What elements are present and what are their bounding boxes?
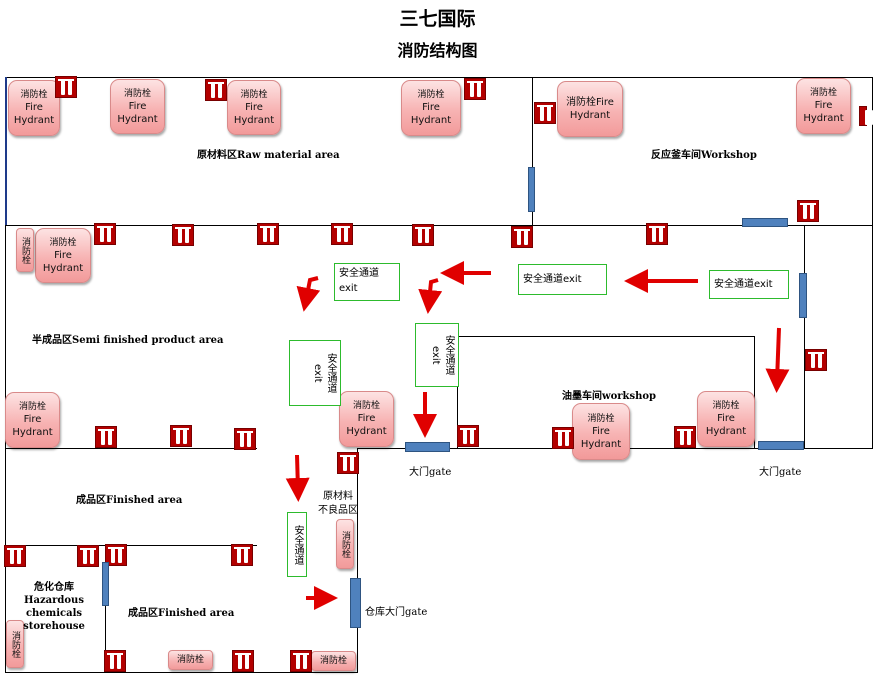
warehouse-gate-label: 仓库大门gate	[365, 607, 428, 618]
fire-extinguisher-icon	[95, 426, 117, 448]
fire-extinguisher-icon	[552, 427, 574, 449]
arrow	[296, 276, 321, 312]
area-semi-finished: 半成品区Semi finished product area	[32, 335, 224, 346]
area-raw-material: 原材料区Raw material area	[197, 150, 340, 161]
fire-extinguisher-icon	[457, 425, 479, 447]
safety-exit-sign: 安全通道exit	[518, 264, 607, 295]
fire-extinguisher-icon	[104, 650, 126, 672]
safety-exit-sign: 安全通道exit	[709, 270, 789, 299]
door	[742, 218, 788, 227]
fire-hydrant-small: 消防栓	[6, 620, 24, 668]
gate	[758, 441, 804, 450]
fire-extinguisher-icon	[290, 650, 312, 672]
fire-extinguisher-icon	[646, 223, 668, 245]
area-reactor-workshop: 反应釜车间Workshop	[651, 150, 757, 161]
door	[799, 273, 807, 318]
door	[102, 562, 109, 606]
fire-extinguisher-icon	[205, 79, 227, 101]
fire-extinguisher-icon	[464, 78, 486, 100]
arrow	[418, 278, 443, 314]
fire-extinguisher-icon	[172, 224, 194, 246]
area-hazardous: 危化仓库 Hazardous chemicals storehouse	[23, 582, 85, 632]
fire-extinguisher-icon	[55, 76, 77, 98]
page-subtitle: 消防结构图	[397, 41, 478, 60]
fire-extinguisher-icon	[805, 349, 827, 371]
arrow	[285, 454, 310, 502]
page-title: 三七国际	[399, 8, 476, 30]
door	[528, 167, 535, 212]
gate	[405, 442, 450, 452]
safety-exit-sign: 安全通道 exit	[415, 323, 459, 387]
fire-hydrant-small: 消防栓	[336, 519, 354, 569]
fire-hydrant-small: 消防栓	[168, 650, 213, 670]
warehouse-gate	[350, 578, 361, 628]
fire-extinguisher-icon	[94, 223, 116, 245]
fire-extinguisher-icon	[231, 544, 253, 566]
fire-extinguisher-icon	[412, 224, 434, 246]
fire-extinguisher-icon	[337, 452, 359, 474]
area-defective: 原材料 不良品区	[318, 491, 358, 516]
fire-extinguisher-icon	[77, 545, 99, 567]
fire-extinguisher-icon	[859, 106, 875, 126]
fire-extinguisher-icon	[331, 223, 353, 245]
gate-label: 大门gate	[759, 467, 802, 478]
gate-label: 大门gate	[409, 467, 452, 478]
fire-hydrant-small: 消防栓	[16, 228, 34, 272]
area-finished: 成品区Finished area	[76, 495, 183, 506]
safety-exit-sign: 安全通道 exit	[289, 340, 341, 406]
fire-extinguisher-icon	[257, 223, 279, 245]
fire-extinguisher-icon	[534, 102, 556, 124]
fire-extinguisher-icon	[105, 544, 127, 566]
area-ink-workshop: 油墨车间workshop	[562, 391, 657, 402]
fire-extinguisher-icon	[797, 200, 819, 222]
fire-extinguisher-icon	[234, 428, 256, 450]
fire-extinguisher-icon	[4, 545, 26, 567]
fire-extinguisher-icon	[674, 426, 696, 448]
arrow	[765, 327, 790, 393]
area-finished: 成品区Finished area	[128, 608, 235, 619]
safety-exit-sign: 安全通道	[287, 512, 307, 577]
fire-extinguisher-icon	[232, 650, 254, 672]
fire-extinguisher-icon	[170, 425, 192, 447]
fire-extinguisher-icon	[511, 226, 533, 248]
